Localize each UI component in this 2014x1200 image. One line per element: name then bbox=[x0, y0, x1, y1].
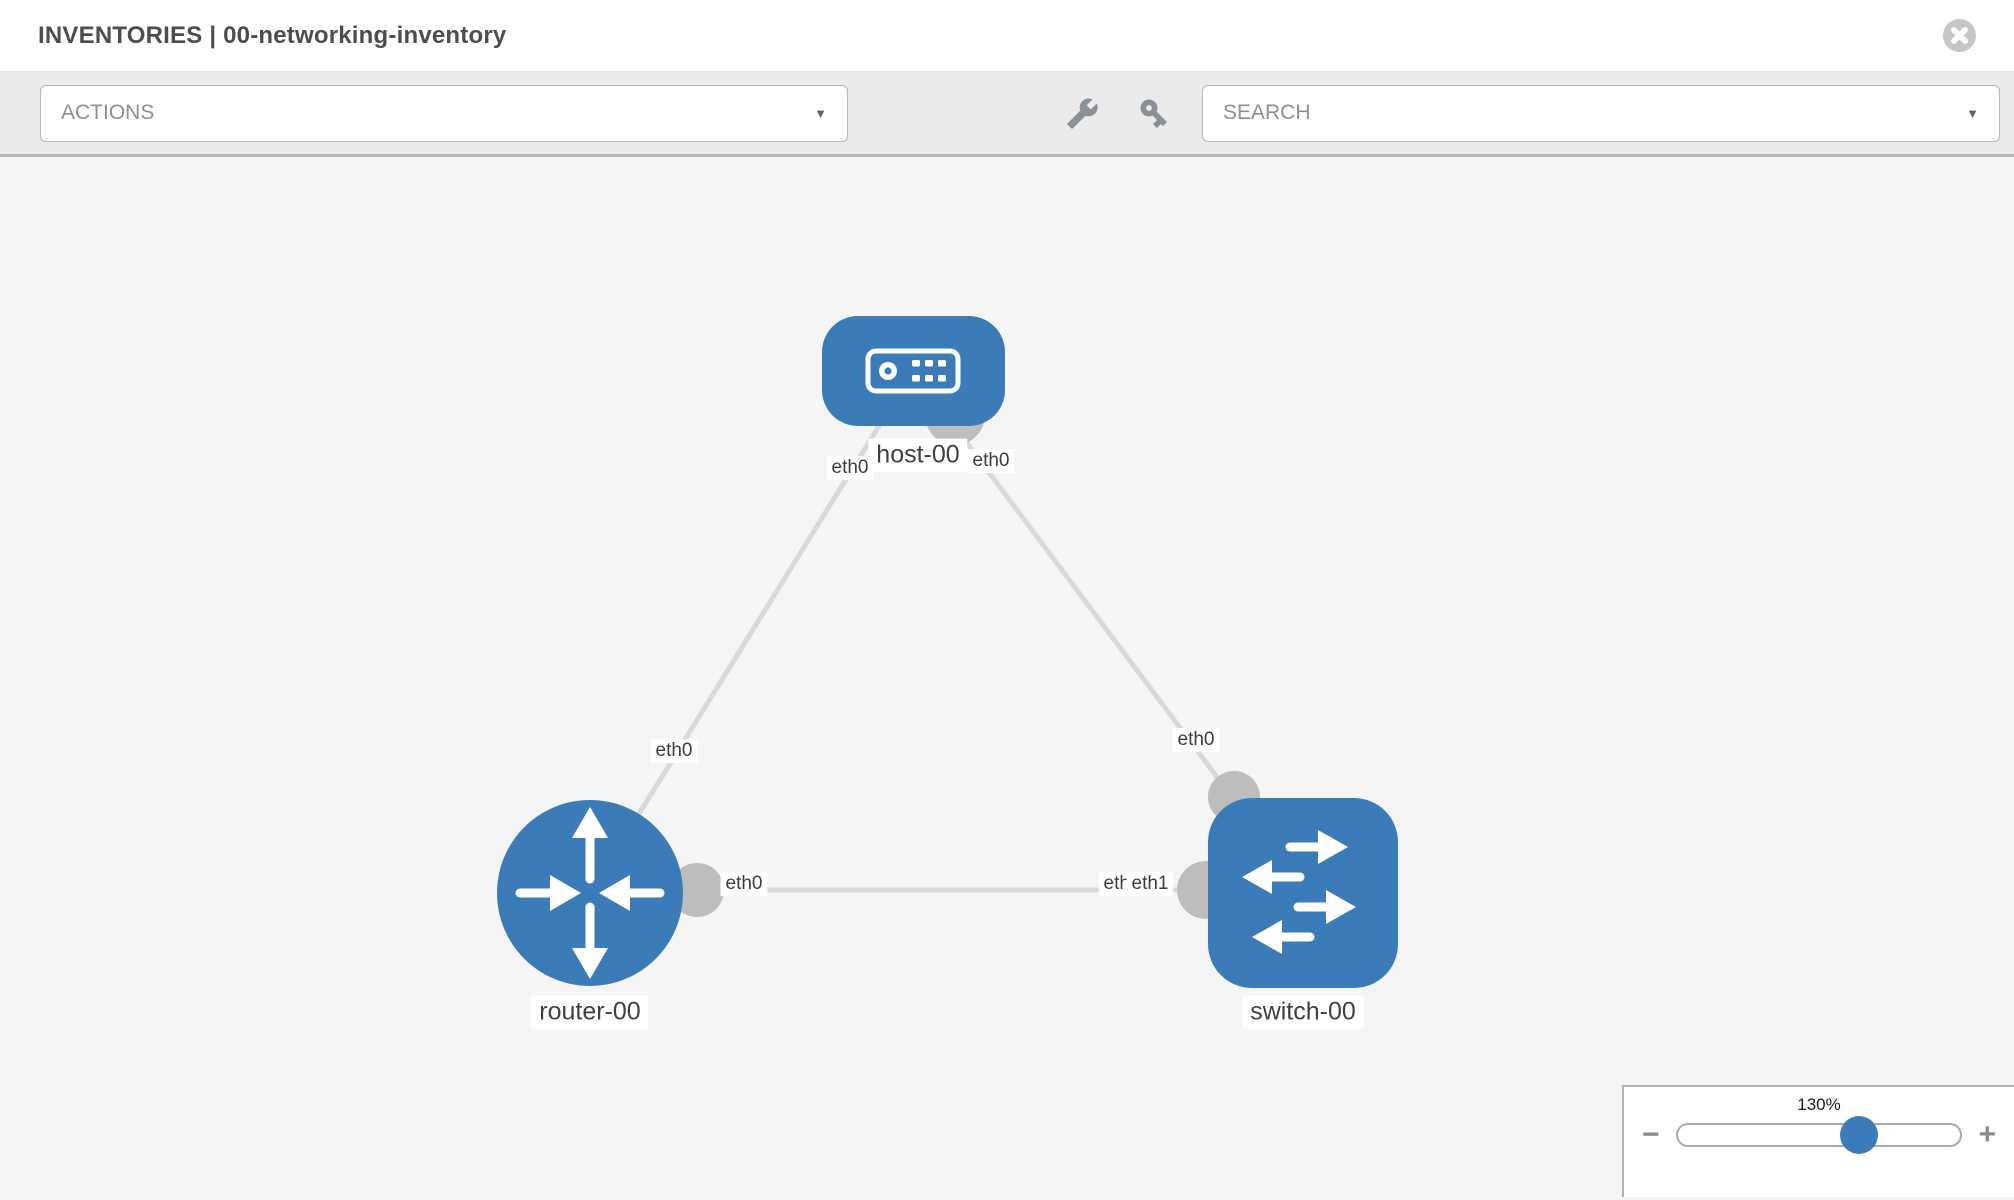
zoom-out-button[interactable]: − bbox=[1642, 1118, 1660, 1151]
close-icon bbox=[1942, 19, 1976, 52]
wrench-icon bbox=[1066, 98, 1098, 129]
interface-label: eth0 bbox=[650, 739, 698, 763]
tools-button[interactable] bbox=[1064, 95, 1100, 131]
node-label-host-00: host-00 bbox=[868, 438, 968, 472]
search-dropdown-label: SEARCH bbox=[1223, 101, 1311, 124]
node-host-00[interactable] bbox=[822, 316, 1005, 426]
interface-label: eth0 bbox=[1172, 728, 1220, 752]
topology-canvas[interactable]: eth0 eth0 eth0 eth0 eth0 eth0 eth1 host-… bbox=[0, 157, 2014, 1197]
endpoint-circle bbox=[670, 863, 724, 917]
switch-icon bbox=[1242, 830, 1356, 954]
chevron-down-icon: ▼ bbox=[814, 105, 827, 121]
router-icon bbox=[515, 807, 665, 979]
node-switch-00[interactable] bbox=[1208, 798, 1398, 988]
node-label-switch-00: switch-00 bbox=[1242, 995, 1364, 1029]
zoom-slider-thumb[interactable] bbox=[1839, 1116, 1878, 1154]
toolbar: ACTIONS ▼ SEARCH ▼ bbox=[0, 72, 2014, 157]
chevron-down-icon: ▼ bbox=[1966, 105, 1979, 121]
zoom-level-label: 130% bbox=[1797, 1095, 1841, 1114]
zoom-in-button[interactable]: + bbox=[1978, 1118, 1996, 1151]
interface-label: eth0 bbox=[720, 872, 768, 896]
search-dropdown[interactable]: SEARCH ▼ bbox=[1202, 84, 2000, 142]
actions-dropdown[interactable]: ACTIONS ▼ bbox=[40, 84, 848, 142]
zoom-panel: 130% − + bbox=[1622, 1085, 2014, 1197]
host-icon bbox=[865, 348, 961, 394]
close-button[interactable] bbox=[1942, 19, 1976, 53]
interface-label: eth1 bbox=[1126, 872, 1174, 896]
interface-label: eth0 bbox=[826, 456, 874, 480]
zoom-slider-row: − + bbox=[1624, 1115, 2014, 1154]
header: INVENTORIES | 00-networking-inventory bbox=[0, 0, 2014, 72]
node-label-router-00: router-00 bbox=[531, 995, 649, 1029]
page-title: INVENTORIES | 00-networking-inventory bbox=[38, 21, 507, 49]
interface-label: eth0 bbox=[967, 449, 1015, 473]
toolbar-icons bbox=[848, 95, 1202, 131]
credentials-button[interactable] bbox=[1136, 95, 1172, 131]
key-icon bbox=[1140, 99, 1168, 129]
actions-dropdown-label: ACTIONS bbox=[61, 101, 155, 124]
node-router-00[interactable] bbox=[497, 800, 683, 986]
zoom-slider-track[interactable] bbox=[1675, 1116, 1963, 1154]
